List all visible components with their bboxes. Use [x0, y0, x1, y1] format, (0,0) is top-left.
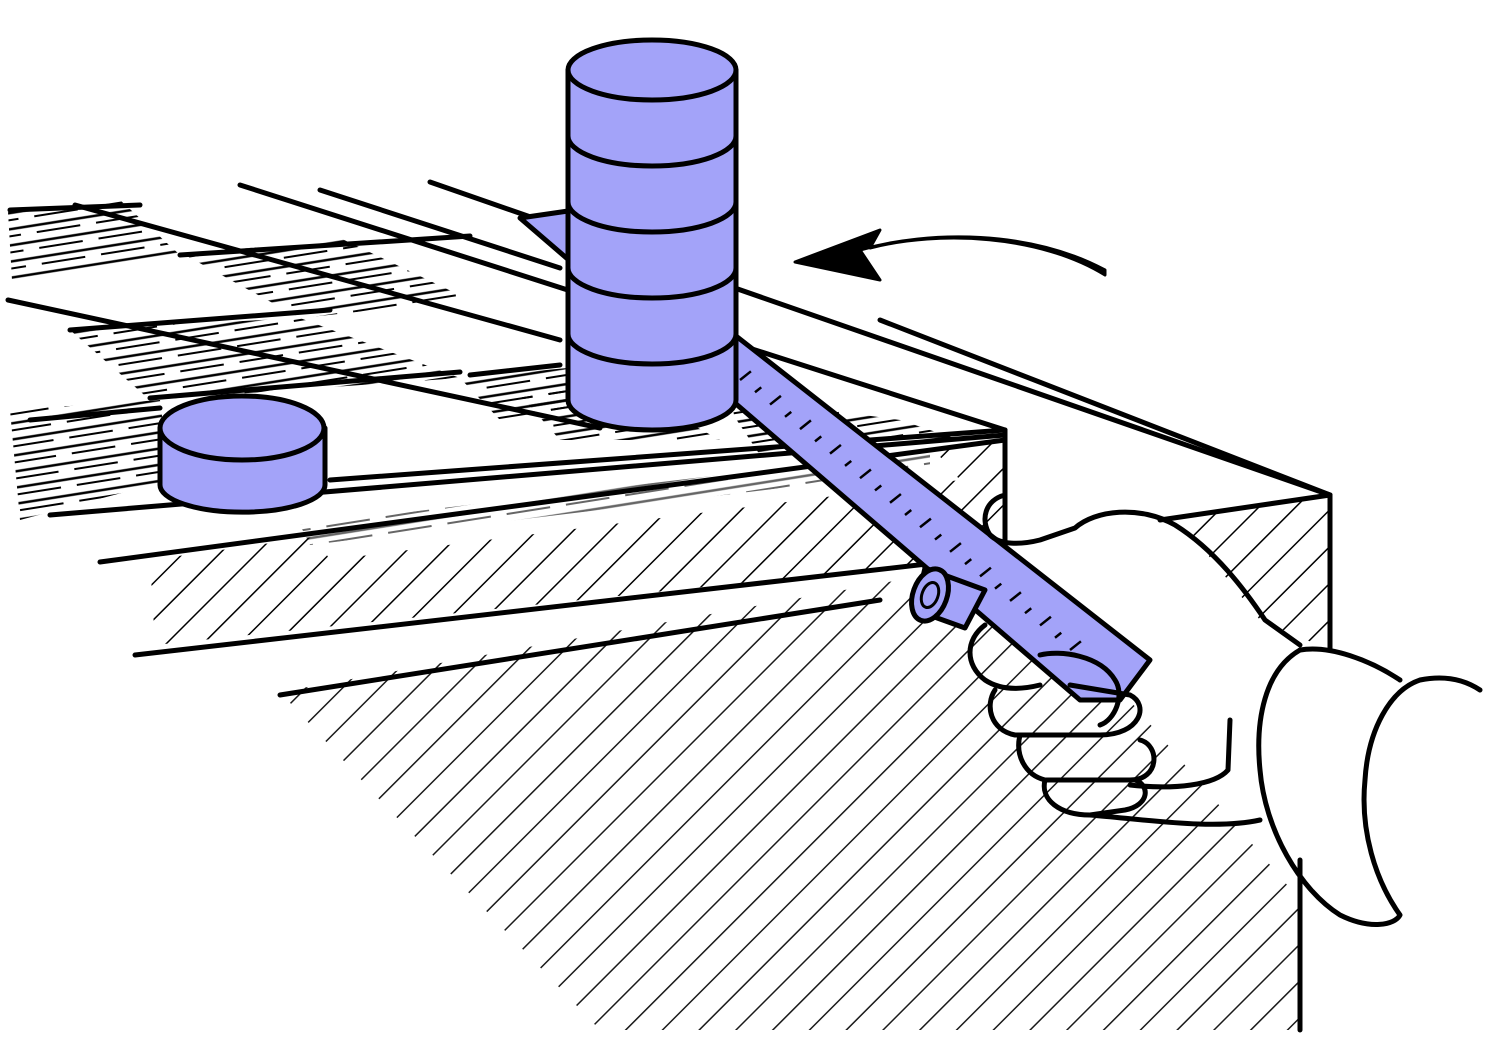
ruler-tick [844, 459, 853, 467]
ruler-tick [1069, 640, 1082, 651]
disc-seam [565, 135, 739, 169]
ruler-tick [934, 533, 943, 541]
ruler-tick [754, 386, 763, 394]
ruler-tick [949, 542, 962, 553]
ruler-tick [994, 582, 1003, 590]
disc-seam [565, 267, 739, 301]
ruler-tick [1024, 607, 1033, 615]
ruler-tick [889, 493, 902, 504]
disc-seam [565, 201, 739, 235]
ruler-tick [919, 517, 932, 529]
hand [967, 492, 1303, 827]
ruler-tick [979, 566, 992, 578]
disc-stack-body [565, 67, 739, 433]
wall-hatching [280, 495, 1330, 1030]
ruler-tick [1054, 631, 1063, 639]
ruler-ticks [739, 370, 1082, 651]
ruler-tick [859, 468, 872, 480]
single-disc [157, 393, 328, 515]
sleeve [1256, 646, 1483, 927]
ruler-tick [964, 558, 973, 566]
ruler-tick [829, 443, 842, 455]
ruler-tick [739, 370, 752, 381]
ruler-tick [874, 484, 883, 492]
ruler-tick [799, 419, 812, 431]
ruler-tick [814, 435, 823, 443]
ruler-tick [1009, 591, 1022, 602]
curved-arrow-left-icon [793, 228, 1107, 282]
table-edge [100, 430, 1005, 655]
ruler-tick [1039, 615, 1052, 627]
ruler-tick [784, 410, 793, 418]
ruler-knob [909, 565, 988, 631]
disc-seam [565, 333, 739, 367]
table-corner [877, 317, 1333, 1033]
disc-stack [565, 37, 739, 433]
ruler-tick [769, 394, 782, 406]
disc-stack-top [565, 37, 739, 103]
ruler-tick [904, 509, 913, 516]
